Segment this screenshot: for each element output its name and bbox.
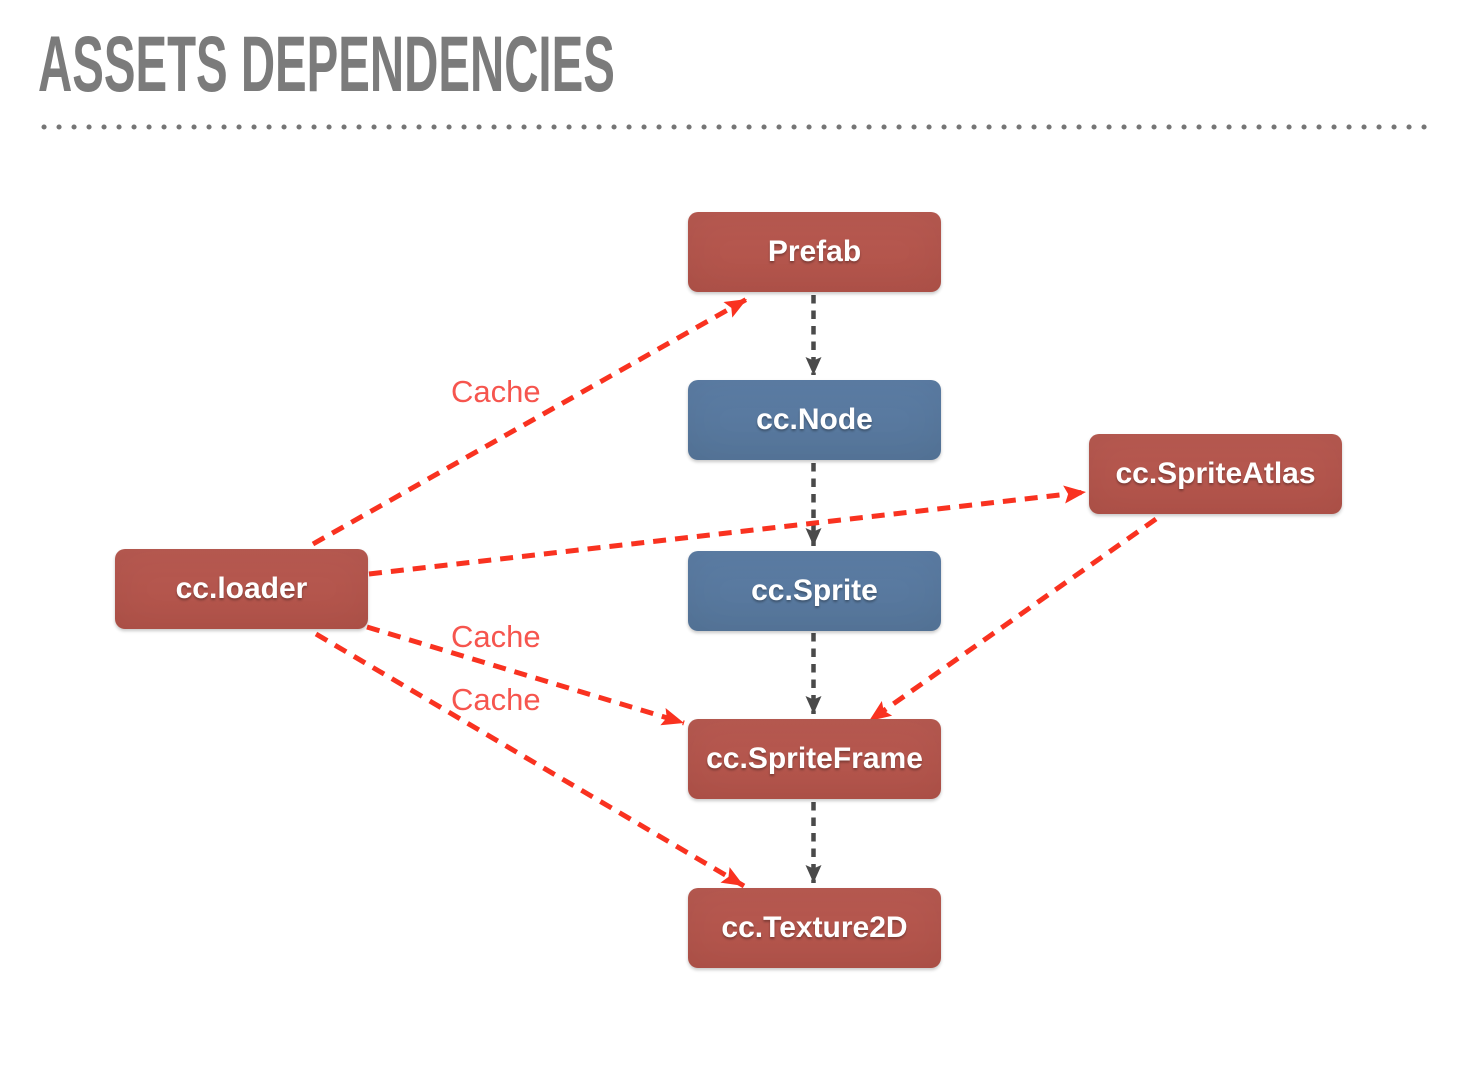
edge-label-cache-texture2d: Cache [451,682,541,717]
node-cc-node: cc.Node [688,380,941,460]
node-label: cc.SpriteFrame [706,742,923,775]
edge-loader-to-spriteframe [366,624,685,726]
node-label: cc.Texture2D [721,911,908,944]
dotted-divider [41,124,1430,130]
edge-loader-to-prefab [311,296,749,547]
edge-loader-to-texture2d [314,631,746,889]
edge-label-cache-prefab: Cache [451,374,541,409]
edge-loader-to-spriteatlas [368,485,1087,577]
node-cc-spriteatlas: cc.SpriteAtlas [1089,434,1342,514]
node-cc-spriteframe: cc.SpriteFrame [688,719,941,799]
page-title: ASSETS DEPENDENCIES [38,18,999,110]
node-label: cc.SpriteAtlas [1115,457,1316,490]
page-title-text: ASSETS DEPENDENCIES [38,19,615,108]
node-label: cc.loader [175,572,308,605]
node-cc-loader: cc.loader [115,549,368,629]
node-prefab: Prefab [688,212,941,292]
edge-label-cache-spriteframe: Cache [451,619,541,654]
edge-spriteatlas-to-spriteframe [867,516,1158,724]
node-cc-sprite: cc.Sprite [688,551,941,631]
node-label: cc.Sprite [751,574,878,607]
node-cc-texture2d: cc.Texture2D [688,888,941,968]
node-label: cc.Node [756,403,873,436]
node-label: Prefab [767,235,862,268]
